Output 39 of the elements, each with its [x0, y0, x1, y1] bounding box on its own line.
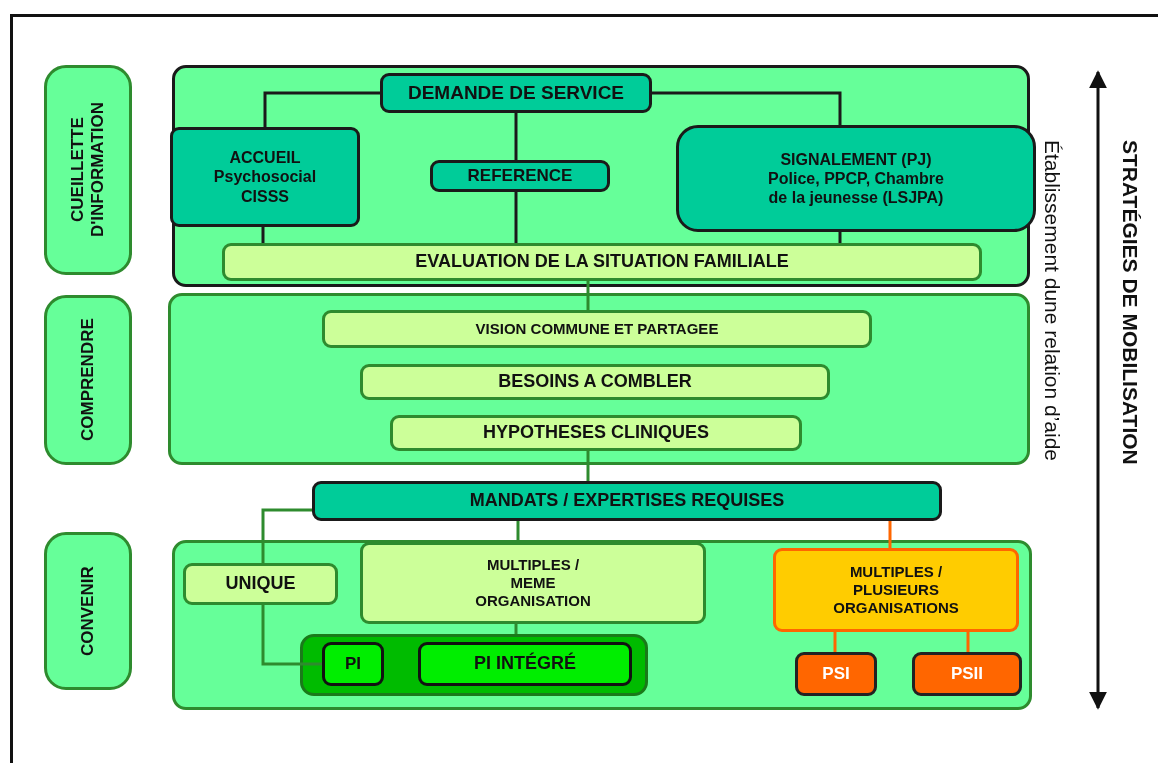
band-panel: [172, 540, 1032, 710]
connector-line: [263, 91, 380, 127]
process-box: PI INTÉGRÉ: [418, 642, 632, 686]
connector-line: [586, 451, 590, 481]
stage-box: CONVENIR: [44, 532, 132, 690]
process-box: UNIQUE: [183, 563, 338, 605]
process-box: VISION COMMUNE ET PARTAGEE: [322, 310, 872, 348]
process-box: MANDATS / EXPERTISES REQUISES: [312, 481, 942, 521]
connector-line: [261, 508, 312, 563]
connector-line: [261, 227, 265, 243]
connector-line: [966, 632, 970, 652]
connector-line: [652, 91, 842, 125]
connector-line: [833, 632, 837, 652]
process-box: BESOINS A COMBLER: [360, 364, 830, 400]
process-box: MULTIPLES / MEME ORGANISATION: [360, 542, 706, 624]
stage-box: CUEILLETTE D'INFORMATION: [44, 65, 132, 275]
group-panel: [300, 634, 648, 696]
connector-line: [514, 113, 518, 160]
process-box: PI: [322, 642, 384, 686]
connector-line: [514, 624, 518, 634]
heading-label: STRATÉGIES DE MOBILISATION: [1118, 140, 1142, 465]
process-box: MULTIPLES / PLUSIEURS ORGANISATIONS: [773, 548, 1019, 632]
connector-line: [888, 521, 892, 548]
process-box: SIGNALEMENT (PJ) Police, PPCP, Chambre de la jeunesse (LSJPA): [676, 125, 1036, 232]
side-label: Établissement dune relation d’aide: [1040, 140, 1064, 462]
process-box: PSI: [795, 652, 877, 696]
connector-line: [586, 281, 590, 310]
process-box: DEMANDE DE SERVICE: [380, 73, 652, 113]
connector-line: [514, 192, 518, 243]
process-box: EVALUATION DE LA SITUATION FAMILIALE: [222, 243, 982, 281]
process-box: REFERENCE: [430, 160, 610, 192]
process-box: HYPOTHESES CLINIQUES: [390, 415, 802, 451]
band-panel: [168, 293, 1030, 465]
connector-line: [261, 605, 322, 666]
process-box: ACCUEIL Psychosocial CISSS: [170, 127, 360, 227]
connector-line: [516, 521, 520, 542]
process-box: PSII: [912, 652, 1022, 696]
stage-box: COMPRENDRE: [44, 295, 132, 465]
connector-line: [838, 232, 842, 243]
